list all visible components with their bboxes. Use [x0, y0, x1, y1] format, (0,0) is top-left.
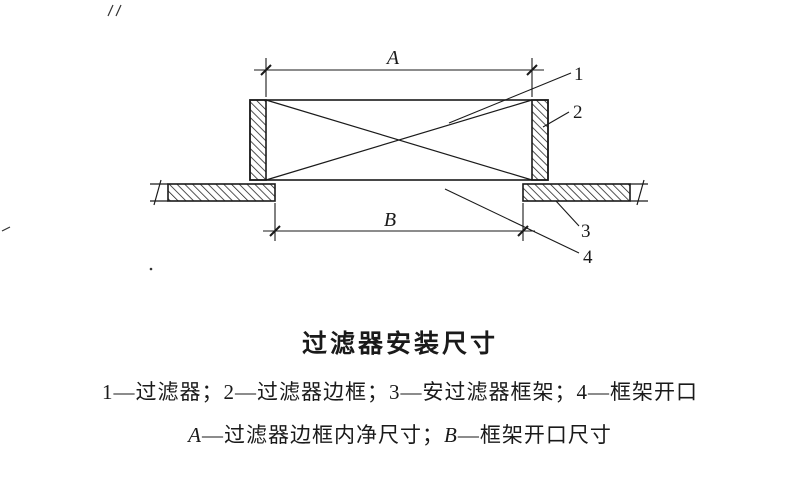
filter-cross-diagonal-2: [265, 99, 533, 181]
break-mark-left: [150, 179, 168, 206]
legend-var-b: B: [444, 423, 458, 447]
callout-number-1: 1: [574, 64, 584, 85]
legend-text-a: —过滤器边框内净尺寸；: [202, 423, 444, 447]
mounting-frame-right-bar: [522, 183, 631, 202]
dimension-a-tick-right: [526, 64, 538, 76]
leader-4-frame-opening: [444, 188, 580, 254]
legend-line-2: A—过滤器边框内净尺寸；B—框架开口尺寸: [0, 419, 800, 449]
figure-caption: 过滤器安装尺寸 1—过滤器；2—过滤器边框；3—安过滤器框架；4—框架开口 A—…: [0, 324, 800, 449]
legend-line-1: 1—过滤器；2—过滤器边框；3—安过滤器框架；4—框架开口: [102, 380, 698, 404]
filter-installation-diagram: A B 1 2 3 4: [1, 4, 648, 271]
figure-title: 过滤器安装尺寸: [301, 331, 498, 358]
leader-1-filter: [448, 72, 572, 124]
callout-number-3: 3: [581, 221, 591, 242]
filter-border-right: [531, 99, 549, 181]
legend-var-a: A: [188, 423, 202, 447]
filter-border-left: [249, 99, 267, 181]
mounting-frame-left-bar: [167, 183, 276, 202]
leader-2-filter-border: [542, 111, 570, 128]
dimension-a-label: A: [385, 47, 400, 69]
filter-assembly: [249, 99, 549, 181]
leader-3-mounting-frame: [555, 200, 580, 227]
scan-artifact-marks: [1, 4, 153, 271]
callout-number-2: 2: [573, 102, 583, 123]
mounting-frame: [150, 179, 648, 206]
callout-leaders: [444, 72, 580, 254]
legend-text-b: —框架开口尺寸: [457, 423, 612, 447]
break-mark-right: [630, 179, 648, 206]
dimension-a: [254, 58, 544, 97]
callout-number-4: 4: [583, 247, 593, 268]
dimension-b-tick-left: [269, 225, 281, 237]
dimension-b: [263, 203, 535, 241]
dimension-a-tick-left: [260, 64, 272, 76]
dimension-b-label: B: [384, 209, 396, 231]
